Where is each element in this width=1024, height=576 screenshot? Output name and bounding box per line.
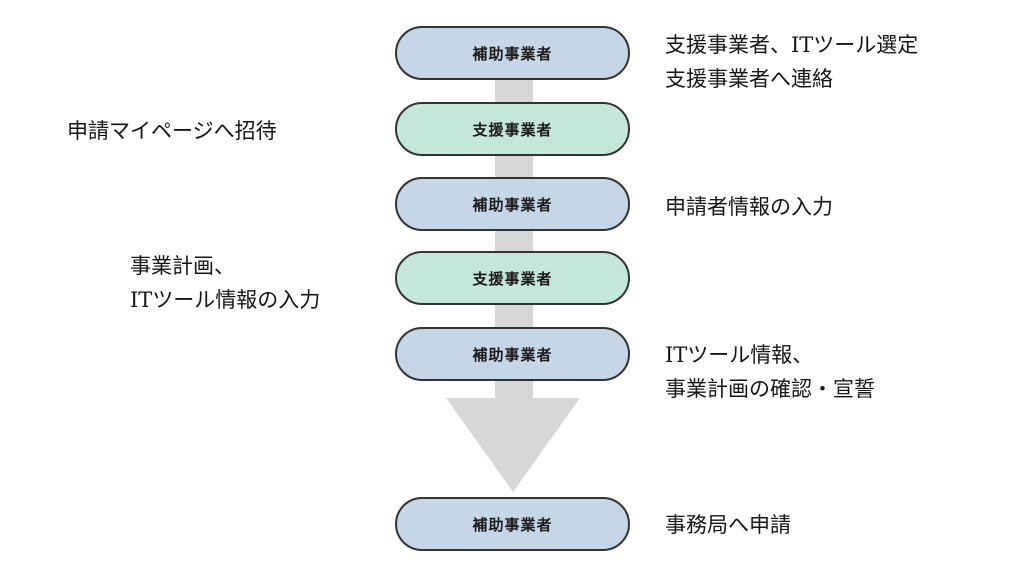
step-5-subsidy-operator: 補助事業者 — [395, 327, 630, 381]
arrow-head — [446, 398, 580, 492]
step-2-support-operator: 支援事業者 — [395, 102, 630, 156]
step-6-subsidy-operator: 補助事業者 — [395, 497, 630, 551]
note-step-5-line-1: ITツール情報、 — [665, 343, 814, 367]
note-step-6-line-1: 事務局へ申請 — [665, 513, 791, 537]
note-step-4-line-1: 事業計画、 — [130, 254, 235, 278]
note-step-1-line-2: 支援事業者へ連絡 — [665, 67, 833, 91]
note-step-1: 支援事業者、ITツール選定 支援事業者へ連絡 — [665, 28, 918, 96]
note-step-3-line-1: 申請者情報の入力 — [665, 195, 833, 219]
note-step-3: 申請者情報の入力 — [665, 190, 833, 224]
note-step-4-line-2: ITツール情報の入力 — [130, 288, 321, 312]
step-4-support-operator: 支援事業者 — [395, 251, 630, 305]
note-step-5: ITツール情報、 事業計画の確認・宣誓 — [665, 338, 875, 406]
step-1-subsidy-operator: 補助事業者 — [395, 26, 630, 80]
note-step-5-line-2: 事業計画の確認・宣誓 — [665, 377, 875, 401]
note-step-2-line-1: 申請マイページへ招待 — [67, 119, 277, 143]
step-3-subsidy-operator: 補助事業者 — [395, 177, 630, 231]
note-step-1-line-1: 支援事業者、ITツール選定 — [665, 33, 919, 57]
note-step-2: 申請マイページへ招待 — [67, 114, 277, 148]
note-step-6: 事務局へ申請 — [665, 508, 791, 542]
note-step-4: 事業計画、 ITツール情報の入力 — [130, 249, 320, 317]
